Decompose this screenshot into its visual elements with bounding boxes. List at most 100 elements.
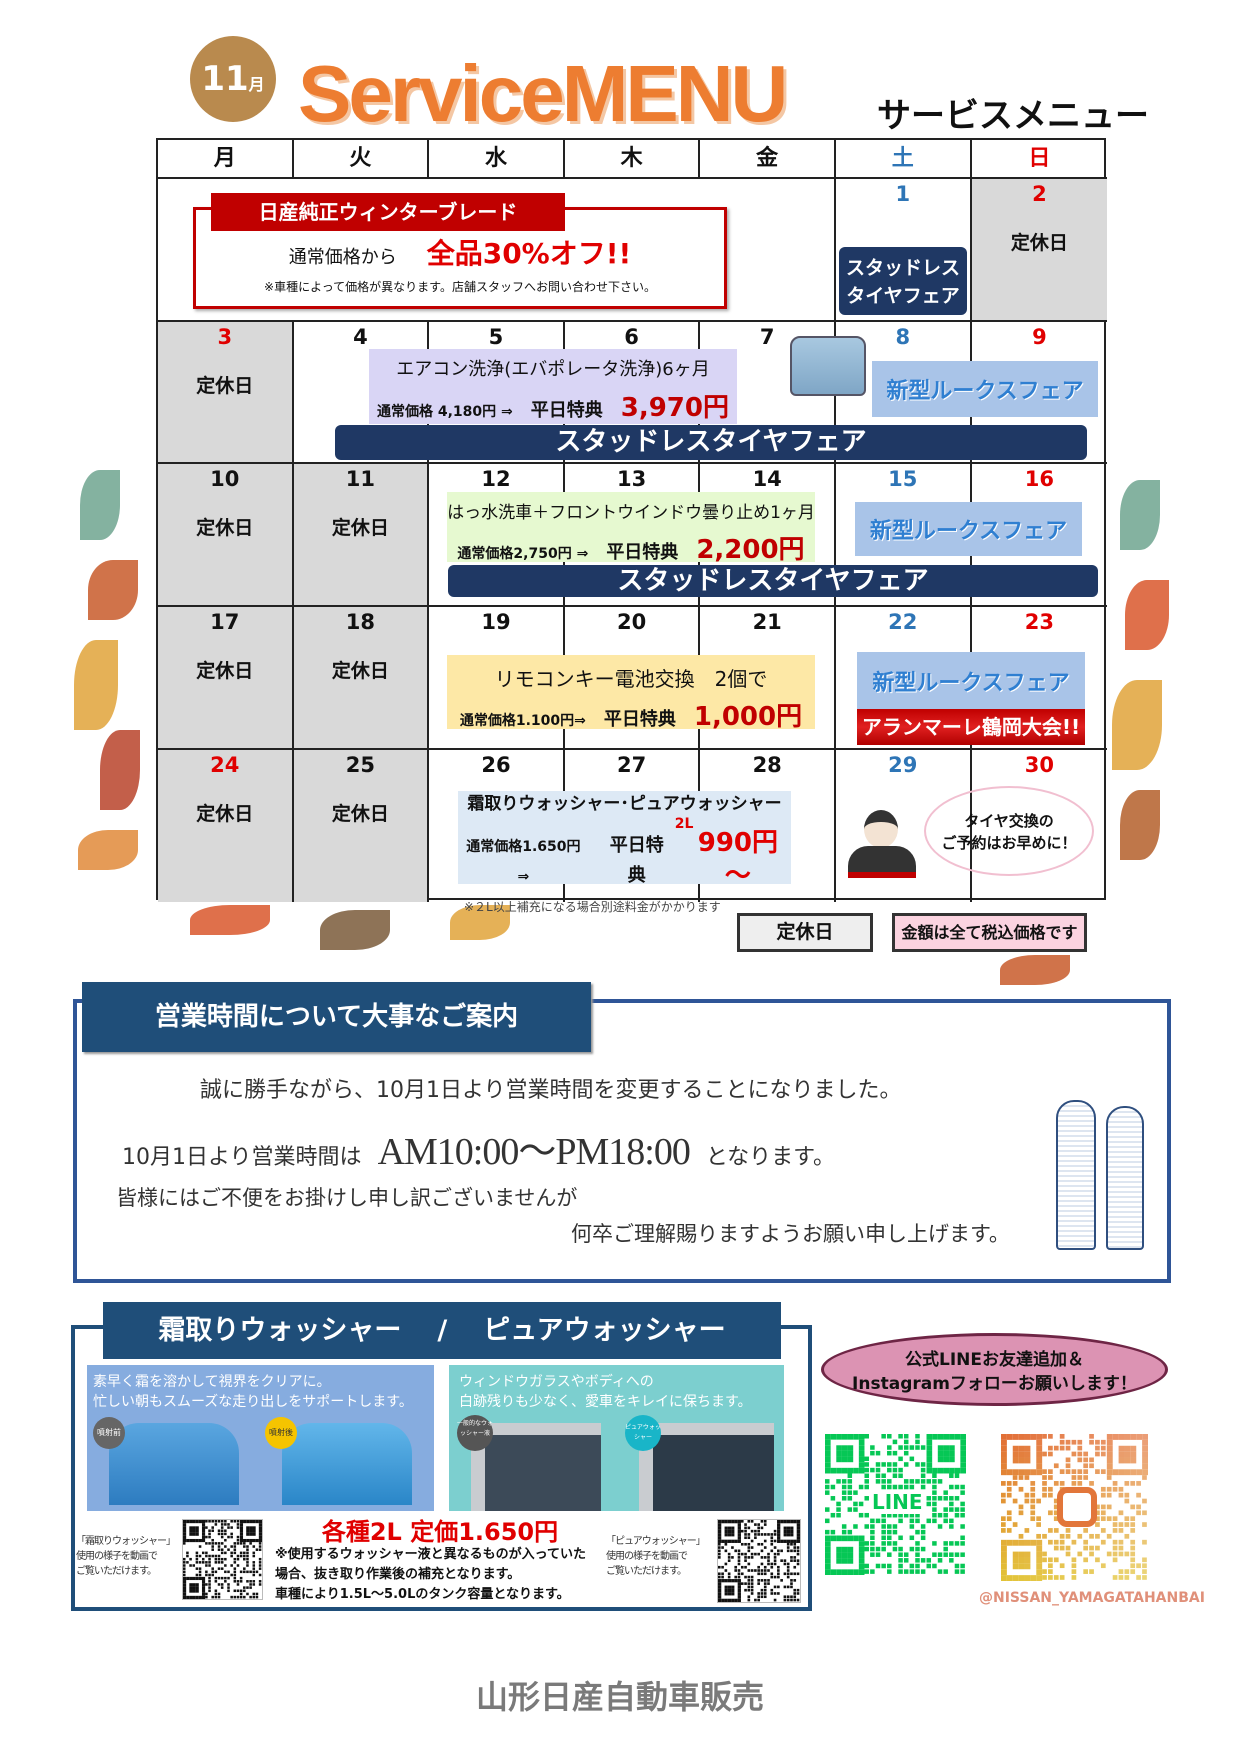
day-number: 12 bbox=[481, 467, 511, 491]
hassui-weekday: 平日特典 bbox=[606, 542, 679, 563]
remote-key-promo: リモコンキー電池交換 2個で 通常価格1.100円⇒ 平日特典 1,000円 bbox=[447, 655, 815, 732]
hours-line1: 誠に勝手ながら、10月1日より営業時間を変更することになりました。 bbox=[200, 1078, 902, 1103]
day-number: 1 bbox=[895, 182, 911, 206]
day-number: 7 bbox=[759, 325, 775, 349]
closed-day-label: 定休日 bbox=[196, 375, 254, 397]
weekday-header: 水 bbox=[429, 140, 565, 179]
day-number: 17 bbox=[210, 610, 240, 634]
weekday-header: 日 bbox=[971, 140, 1108, 179]
title-pure: ピュアウォッシャー bbox=[483, 1315, 726, 1346]
washer-promo: 霜取りウォッシャー･ピュアウォッシャー 通常価格1.650円 ⇒ 平日特典 2L… bbox=[458, 791, 791, 914]
closed-day-label: 定休日 bbox=[331, 660, 389, 682]
day-number: 2 bbox=[1032, 182, 1047, 206]
promo-lead: 通常価格から bbox=[288, 247, 397, 268]
hours-line2-pre: 10月1日より営業時間は bbox=[122, 1145, 362, 1170]
legend-tax-included: 金額は全て税込価格です bbox=[892, 913, 1087, 952]
social-follow-bubble: 公式LINEお友達追加＆ Instagramフォローお願いします！ bbox=[821, 1333, 1168, 1406]
day-number: 19 bbox=[481, 610, 511, 634]
washer-size: 2L bbox=[674, 816, 694, 832]
instagram-qr-code[interactable] bbox=[1001, 1434, 1153, 1581]
instagram-icon bbox=[1057, 1487, 1097, 1527]
bubble-line1: タイヤ交換の bbox=[964, 812, 1054, 830]
day-number: 20 bbox=[616, 610, 647, 634]
line-qr-code[interactable]: LINE bbox=[825, 1434, 970, 1575]
hours-line2: 10月1日より営業時間は AM10:00～PM18:00 となります。 bbox=[122, 1120, 835, 1175]
hours-title: 営業時間について大事なご案内 bbox=[82, 982, 591, 1052]
day-number: 16 bbox=[1024, 467, 1054, 491]
washer-regular: 通常価格1.650円 ⇒ bbox=[466, 839, 581, 885]
note-line: ※使用するウォッシャー液と異なるものが入っていた bbox=[275, 1547, 586, 1562]
pure-washer-image: ウィンドウガラスやボディへの 白跡残りも少なく、愛車をキレイに保ちます。 一般的… bbox=[449, 1365, 784, 1511]
weekday-header: 月 bbox=[158, 140, 294, 179]
day-number: 30 bbox=[1024, 753, 1054, 777]
closed-day-label: 定休日 bbox=[1010, 232, 1068, 254]
hours-line2-post: となります。 bbox=[705, 1145, 835, 1170]
promo-note: ※車種によって価格が異なります。店舗スタッフへお問い合わせ下さい。 bbox=[264, 280, 656, 294]
staff-illustration bbox=[842, 810, 922, 878]
defrost-washer-image: 素早く霜を溶かして視界をクリアに。 忙しい朝もスムーズな走り出しをサポートします… bbox=[87, 1365, 434, 1511]
aircon-regular: 通常価格 4,180円 ⇒ bbox=[376, 404, 513, 420]
pure-label: ピュアウォッシャー bbox=[625, 1415, 661, 1451]
page-subtitle: サービスメニュー bbox=[877, 96, 1149, 136]
winter-blade-title: 日産純正ウィンターブレード bbox=[211, 193, 565, 231]
aircon-title: エアコン洗浄(エバポレータ洗浄)6ヶ月 bbox=[396, 359, 710, 380]
legend-closed: 定休日 bbox=[737, 913, 873, 952]
hassui-regular: 通常価格2,750円 ⇒ bbox=[457, 546, 589, 562]
day-number: 5 bbox=[488, 325, 504, 349]
studless-line2: タイヤフェア bbox=[846, 285, 960, 307]
remote-regular: 通常価格1.100円⇒ bbox=[459, 713, 586, 729]
aircon-weekday: 平日特典 bbox=[530, 400, 603, 421]
aircon-price: 3,970円 bbox=[620, 393, 729, 423]
weekday-header: 土 bbox=[836, 140, 972, 179]
defrost-video-caption: 「霜取りウォッシャー」 使用の様子を動画で ご覧いただけます。 bbox=[76, 1534, 176, 1579]
washer-price-label: 各種2L 定価1.650円 bbox=[321, 1518, 559, 1546]
day-number: 13 bbox=[616, 467, 647, 491]
defrost-video-qr-code[interactable] bbox=[182, 1519, 263, 1600]
day-number: 3 bbox=[217, 325, 233, 349]
note-line: 場合、抜き取り作業後の補充となります。 bbox=[275, 1567, 521, 1582]
studless-fair-badge: スタッドレス タイヤフェア bbox=[839, 247, 967, 315]
day-number: 9 bbox=[1032, 325, 1047, 349]
day-number: 11 bbox=[345, 467, 375, 491]
title-defrost: 霜取りウォッシャー bbox=[158, 1315, 402, 1346]
caption-line: 使用の様子を動画で bbox=[76, 1551, 158, 1562]
calendar-day-cell: 14 bbox=[700, 464, 836, 607]
calendar-day-cell: 30 bbox=[972, 750, 1108, 902]
washer-notes: ※使用するウォッシャー液と異なるものが入っていた 場合、抜き取り作業後の補充とな… bbox=[275, 1545, 586, 1605]
weekday-header: 木 bbox=[564, 140, 701, 179]
instagram-handle: @NISSAN_YAMAGATAHANBAI bbox=[979, 1590, 1205, 1606]
studless-line1: スタッドレス bbox=[845, 257, 960, 279]
closed-day-label: 定休日 bbox=[331, 517, 389, 539]
promo-offer: 全品30%オフ!! bbox=[426, 237, 632, 270]
pure-text2: 白跡残りも少なく、愛車をキレイに保ちます。 bbox=[459, 1394, 752, 1410]
washer-price: 990円～ bbox=[697, 828, 779, 891]
closed-day-label: 定休日 bbox=[331, 803, 389, 825]
tire-reservation-bubble: タイヤ交換の ご予約はお早めに！ bbox=[924, 786, 1094, 876]
caption-line: 使用の様子を動画で bbox=[606, 1551, 688, 1562]
roox-fair-2: 新型ルークスフェア bbox=[855, 502, 1082, 556]
pure-video-qr-code[interactable] bbox=[717, 1519, 801, 1603]
pure-video-caption: 「ピュアウォッシャー」 使用の様子を動画で ご覧いただけます。 bbox=[606, 1534, 706, 1579]
day-number: 29 bbox=[888, 753, 918, 777]
roox-fair-1: 新型ルークスフェア bbox=[872, 361, 1098, 417]
weekday-header: 金 bbox=[700, 140, 836, 179]
page-title: ServiceMENU bbox=[298, 49, 788, 138]
line-logo-text: LINE bbox=[869, 1490, 926, 1514]
aircon-promo: エアコン洗浄(エバポレータ洗浄)6ヶ月 通常価格 4,180円 ⇒ 平日特典 3… bbox=[369, 349, 737, 424]
bubble-line1: 公式LINEお友達追加＆ bbox=[905, 1350, 1084, 1370]
remote-price: 1,000円 bbox=[693, 702, 803, 732]
studless-fair-bar-2: スタッドレスタイヤフェア bbox=[448, 565, 1098, 597]
caption-line: ご覧いただけます。 bbox=[606, 1566, 687, 1577]
washer-weekday: 平日特典 bbox=[609, 835, 664, 886]
qr-pattern bbox=[718, 1520, 800, 1602]
merged-empty-cell bbox=[158, 179, 836, 322]
day-number: 28 bbox=[752, 753, 782, 777]
day-number: 8 bbox=[895, 325, 911, 349]
title-separator: / bbox=[437, 1315, 448, 1346]
washer-section-title: 霜取りウォッシャー / ピュアウォッシャー bbox=[103, 1302, 781, 1359]
month-number: 11 bbox=[201, 59, 249, 99]
car-image bbox=[790, 336, 866, 396]
